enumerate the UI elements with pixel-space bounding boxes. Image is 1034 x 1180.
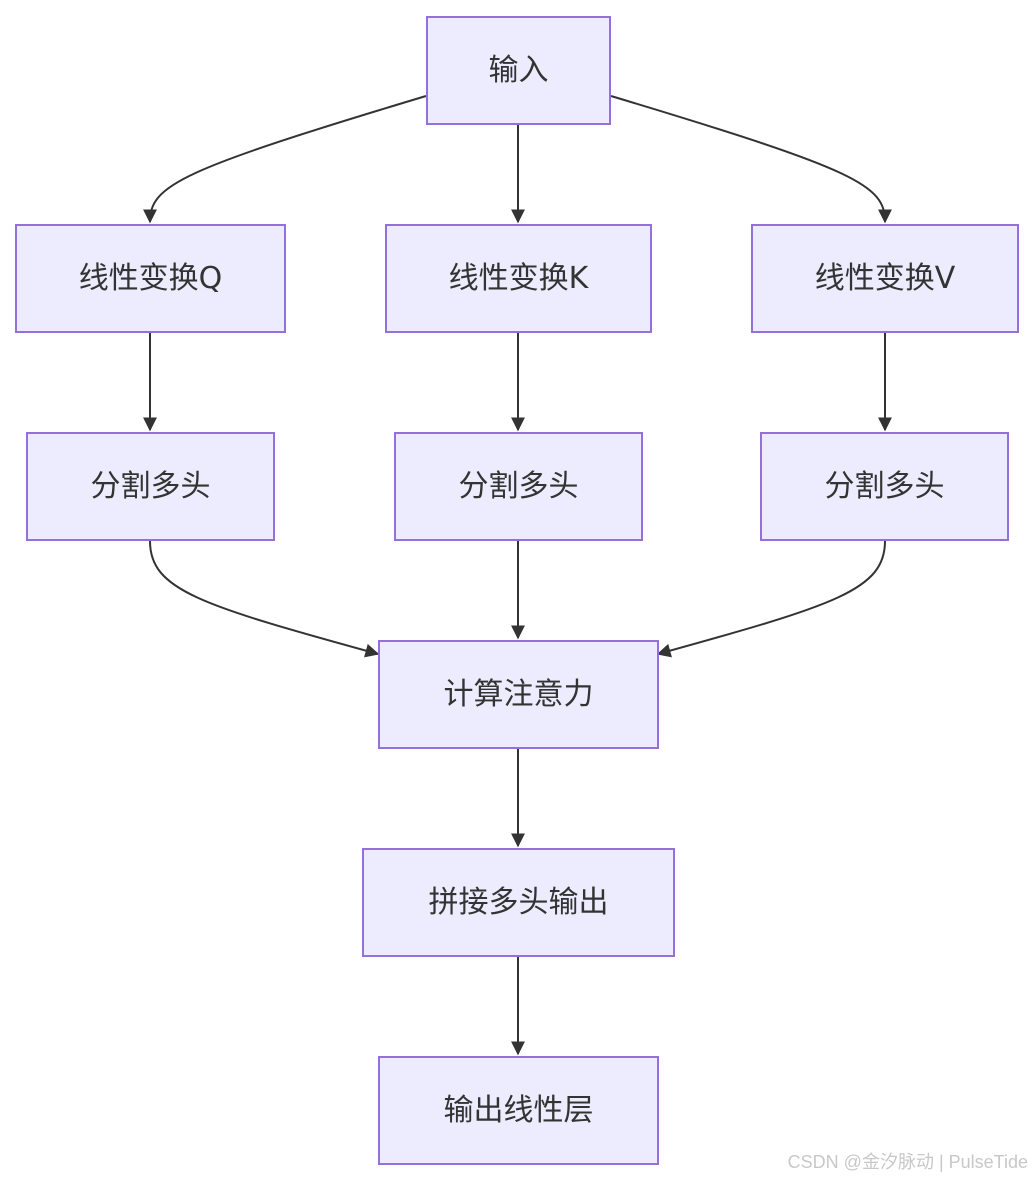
node-linear-v: 线性变换V <box>751 224 1019 333</box>
edge-split-v-attention <box>656 540 886 658</box>
node-linear-k-label: 线性变换K <box>448 260 589 296</box>
node-input-label: 输入 <box>488 52 549 88</box>
watermark: CSDN @金汐脉动 | PulseTide <box>787 1152 1028 1172</box>
edge-input-linear-q <box>143 95 427 224</box>
node-concat: 拼接多头输出 <box>362 848 675 957</box>
node-split-v: 分割多头 <box>760 432 1009 541</box>
node-split-k: 分割多头 <box>394 432 643 541</box>
node-split-v-label: 分割多头 <box>824 468 945 504</box>
node-linear-q-label: 线性变换Q <box>78 260 223 296</box>
node-linear-v-label: 线性变换V <box>814 260 956 296</box>
node-linear-q: 线性变换Q <box>15 224 286 333</box>
node-split-k-label: 分割多头 <box>458 468 579 504</box>
node-split-q-label: 分割多头 <box>90 468 211 504</box>
node-attention: 计算注意力 <box>378 640 659 749</box>
node-input: 输入 <box>426 16 611 125</box>
node-attention-label: 计算注意力 <box>443 676 594 712</box>
edge-input-linear-v <box>610 95 892 224</box>
node-linear-k: 线性变换K <box>385 224 652 333</box>
node-concat-label: 拼接多头输出 <box>428 884 609 920</box>
node-output: 输出线性层 <box>378 1056 659 1165</box>
node-output-label: 输出线性层 <box>443 1092 594 1128</box>
edge-split-q-attention <box>149 540 380 658</box>
node-split-q: 分割多头 <box>26 432 275 541</box>
